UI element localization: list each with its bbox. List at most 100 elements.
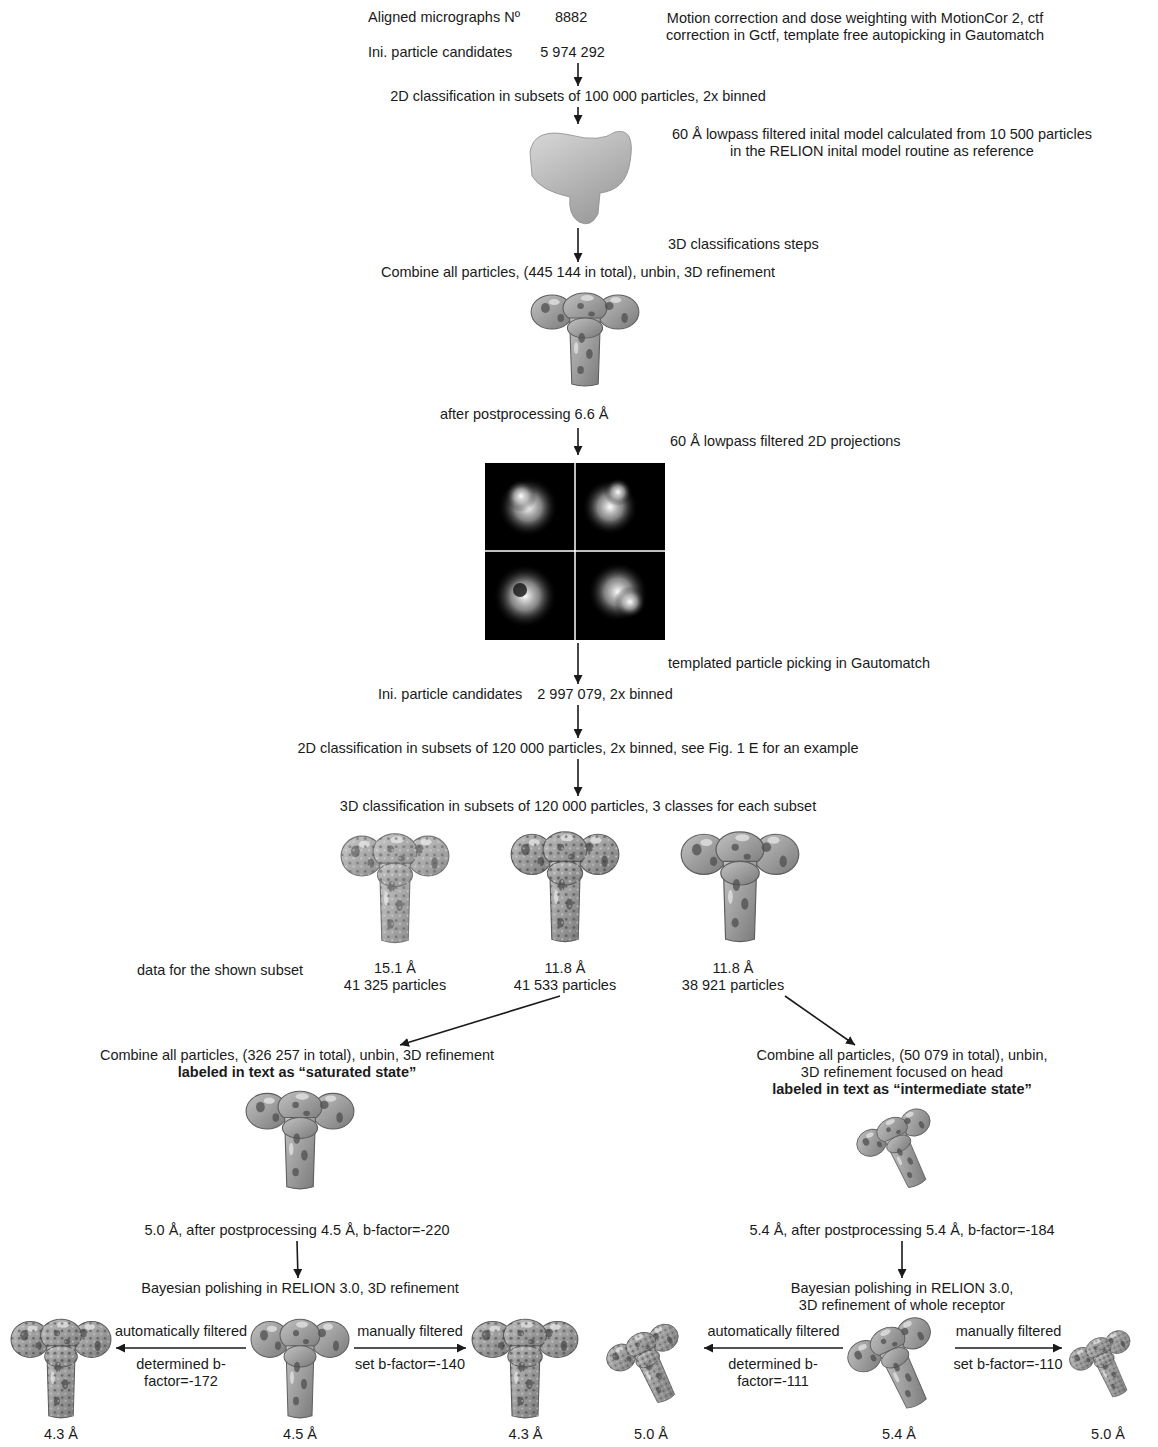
text-row: 5.4 Å: [845, 1426, 953, 1443]
stage-text: 41 533 particles: [514, 977, 616, 994]
stage-text: Aligned micrographs Nº: [368, 9, 520, 26]
stage-text: after postprocessing 6.6 Å: [440, 406, 608, 423]
spacer: [673, 823, 793, 960]
text-row: 3D classification in subsets of 120 000 …: [308, 798, 848, 815]
text-row: 5.0 Å: [1064, 1426, 1152, 1443]
stage-text: 2 997 079, 2x binned: [537, 686, 672, 703]
flow-arrow: [785, 996, 855, 1045]
text-row: Combine all particles, (50 079 in total)…: [682, 1047, 1122, 1081]
stage-text: 2D classification in subsets of 100 000 …: [390, 88, 766, 105]
note-label: data for the shown subset: [135, 962, 305, 979]
stage-node: 11.8 Å41 533 particles: [505, 823, 625, 994]
stage-text: 38 921 particles: [682, 977, 784, 994]
stage-text: 5.0 Å: [1091, 1426, 1125, 1443]
text-row: after postprocessing 6.6 Å: [440, 406, 798, 423]
edge-label: automatically filtered: [705, 1323, 841, 1340]
spacer: [600, 1310, 702, 1426]
text-row: Ini. particle candidates5 974 292: [368, 44, 618, 61]
note-label: Motion correction and dose weighting wit…: [653, 10, 1057, 44]
flow-arrow: [577, 705, 579, 738]
density-map: [251, 1319, 349, 1418]
text-row: labeled in text as “intermediate state”: [682, 1081, 1122, 1098]
stage-text: 8882: [555, 9, 587, 26]
flow-arrow: [901, 1241, 903, 1278]
stage-node: 60 Å lowpass filtered inital model calcu…: [523, 126, 1098, 226]
text-row: 2D classification in subsets of 100 000 …: [358, 88, 798, 105]
edge-label: manually filtered: [954, 1323, 1064, 1340]
class-map: [681, 832, 799, 942]
edge-label: 3D classifications steps: [666, 236, 821, 253]
flow-arrow: [354, 1347, 466, 1349]
stage-text: Combine all particles, (326 257 in total…: [100, 1047, 494, 1064]
flow-arrow: [955, 1347, 1062, 1349]
text-row: labeled in text as “saturated state”: [87, 1064, 507, 1081]
density-map: [1065, 1325, 1150, 1408]
text-row: 15.1 Å: [335, 960, 455, 977]
flow-arrow: [577, 107, 579, 124]
stage-text: labeled in text as “intermediate state”: [772, 1081, 1031, 1098]
stage-text: Ini. particle candidates: [378, 686, 522, 703]
flow-arrow: [577, 63, 579, 86]
text-row: Bayesian polishing in RELION 3.0, 3D ref…: [742, 1280, 1062, 1314]
spacer: [248, 1310, 352, 1426]
text-row: 11.8 Å: [673, 960, 793, 977]
text-row: 4.3 Å: [468, 1426, 583, 1443]
stage-text: 4.3 Å: [44, 1426, 78, 1443]
stage-node: Combine all particles, (50 079 in total)…: [682, 1047, 1122, 1239]
stage-node: Ini. particle candidates 2 997 079, 2x bi…: [378, 686, 698, 703]
density-map: [842, 1311, 957, 1424]
stage-text: 15.1 Å: [374, 960, 416, 977]
spacer: [368, 26, 618, 44]
stage-text: Combine all particles, (50 079 in total)…: [751, 1047, 1053, 1081]
text-row: 41 533 particles: [505, 977, 625, 994]
note-label: determined b-factor=-111: [711, 1356, 835, 1390]
image-slot: [523, 126, 633, 226]
stage-text: Bayesian polishing in RELION 3.0, 3D ref…: [141, 1280, 459, 1297]
projection-grid: [485, 463, 665, 640]
note-label: set b-factor=-110: [952, 1356, 1065, 1373]
density-map: [246, 1091, 354, 1189]
stage-text: 5.0 Å: [634, 1426, 668, 1443]
stage-text: 5.4 Å, after postprocessing 5.4 Å, b-fac…: [749, 1222, 1054, 1239]
stage-text: 11.8 Å: [545, 960, 586, 977]
stage-node: 5.0 Å: [600, 1310, 702, 1443]
spacer: [468, 1310, 583, 1426]
stage-text: 11.8 Å: [713, 960, 754, 977]
flow-arrow: [400, 996, 560, 1045]
text-row: Combine all particles, (326 257 in total…: [87, 1047, 507, 1064]
text-row: Bayesian polishing in RELION 3.0, 3D ref…: [120, 1280, 480, 1297]
spacer: [682, 1098, 1122, 1222]
stage-node: 3D classification in subsets of 120 000 …: [308, 798, 848, 815]
stage-node: Bayesian polishing in RELION 3.0, 3D ref…: [742, 1280, 1062, 1314]
stage-node: 4.5 Å: [248, 1310, 352, 1443]
text-row: 38 921 particles: [673, 977, 793, 994]
spacer: [87, 1081, 507, 1222]
flow-arrow: [577, 228, 579, 262]
stage-node: Aligned micrographs Nº 8882Ini. particle …: [368, 9, 618, 61]
spacer: [845, 1310, 953, 1426]
stage-node: 4.3 Å: [8, 1310, 114, 1443]
stage-text: 2D classification in subsets of 120 000 …: [298, 740, 859, 757]
text-row: 60 Å lowpass filtered inital model calcu…: [523, 126, 1098, 226]
spacer: [358, 281, 798, 406]
text-row: 4.5 Å: [248, 1426, 352, 1443]
flow-arrow: [577, 643, 579, 684]
text-row: 4.3 Å: [8, 1426, 114, 1443]
density-map: [11, 1319, 111, 1418]
density-map: [602, 1318, 702, 1416]
text-row: 41 325 particles: [335, 977, 455, 994]
stage-text: 60 Å lowpass filtered inital model calcu…: [668, 126, 1096, 160]
flow-arrow: [297, 1241, 298, 1278]
class-map: [341, 834, 449, 943]
text-row: 5.4 Å, after postprocessing 5.4 Å, b-fac…: [682, 1222, 1122, 1239]
spacer: [358, 423, 798, 641]
stage-text: 41 325 particles: [344, 977, 446, 994]
stage-text: labeled in text as “saturated state”: [178, 1064, 417, 1081]
flow-arrow: [116, 1347, 246, 1349]
stage-node: 5.4 Å: [845, 1310, 953, 1443]
note-label: determined b-factor=-172: [119, 1356, 243, 1390]
class-map: [511, 832, 619, 942]
stage-text: 4.5 Å: [283, 1426, 317, 1443]
stage-text: 5.0 Å, after postprocessing 4.5 Å, b-fac…: [144, 1222, 449, 1239]
edge-label: templated particle picking in Gautomatch: [666, 655, 932, 672]
